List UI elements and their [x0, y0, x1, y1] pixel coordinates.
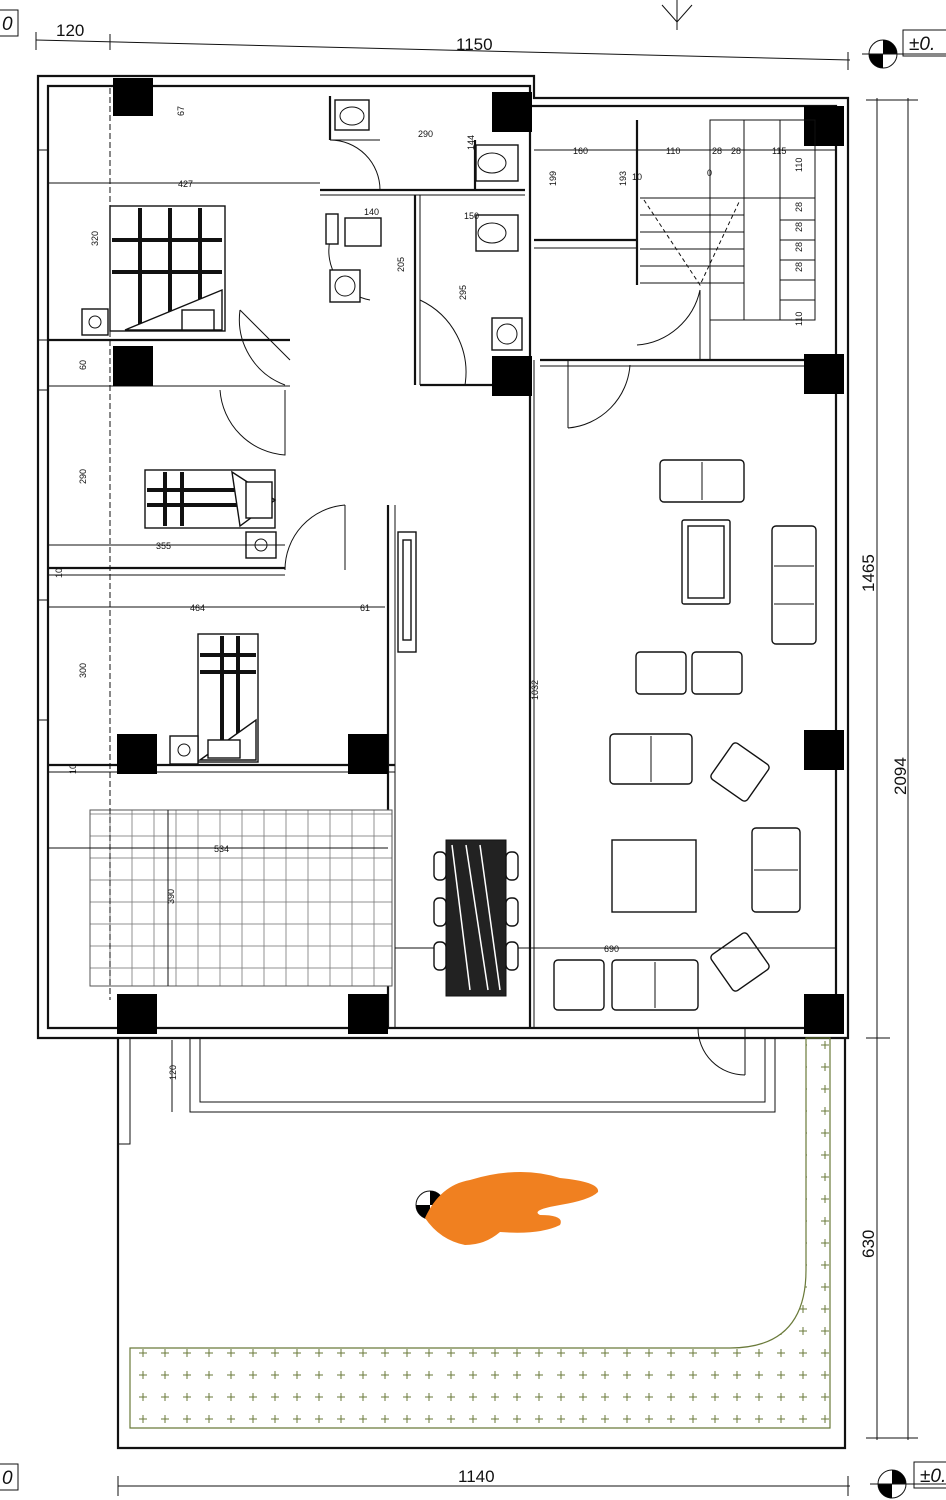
dim-534: 534	[214, 844, 229, 854]
top-dimension-line	[35, 32, 851, 70]
dim-10-stair: 10	[632, 172, 642, 182]
dim-10-low: 10	[68, 764, 78, 774]
dim-120-terrace: 120	[168, 1065, 178, 1080]
redaction-mark	[425, 1171, 599, 1245]
dim-320: 320	[90, 231, 100, 246]
dim-28-f: 28	[794, 262, 804, 272]
dim-28-top-b: 28	[731, 146, 741, 156]
dim-193: 193	[618, 171, 628, 186]
dim-60: 60	[78, 360, 88, 370]
staircase	[640, 119, 816, 321]
dim-115: 115	[772, 146, 786, 156]
dim-144: 144	[466, 135, 476, 150]
dim-28-top-a: 28	[712, 146, 722, 156]
dim-10-mid: 10	[54, 568, 64, 578]
dining-table	[433, 839, 519, 997]
dim-right-2094: 2094	[891, 757, 910, 795]
dim-199: 199	[548, 171, 558, 186]
dim-390: 390	[166, 889, 176, 904]
dim-bottom-width: 1140	[458, 1467, 495, 1486]
level-marker-top-right: ±0.	[862, 29, 946, 69]
right-dimension-lines	[866, 98, 918, 1440]
terrace	[116, 1037, 847, 1450]
level-marker-bottom-right: ±0.	[870, 1461, 946, 1499]
garden-planter	[129, 1037, 831, 1429]
structural-columns	[113, 78, 844, 1034]
north-arrow	[661, 0, 693, 30]
dim-290-bath: 290	[418, 129, 433, 139]
dim-61: 61	[360, 603, 370, 613]
dim-right-630: 630	[859, 1230, 878, 1258]
dim-464: 464	[190, 603, 205, 613]
dim-110-right: 110	[794, 158, 804, 172]
level-marker-top-left: 0	[0, 9, 19, 37]
dim-right-1465: 1465	[859, 554, 878, 592]
dim-110-stair: 110	[794, 312, 804, 326]
dim-160: 160	[573, 146, 588, 156]
dim-0: 0	[707, 168, 712, 178]
dim-150: 150	[464, 211, 479, 221]
bathroom-fixtures	[325, 99, 523, 351]
dim-300: 300	[78, 663, 88, 678]
dim-355: 355	[156, 541, 171, 551]
dim-28-c: 28	[794, 202, 804, 212]
dim-top-width: 1150	[456, 35, 493, 54]
svg-text:±0.: ±0.	[920, 1466, 946, 1487]
dim-295: 295	[458, 285, 468, 300]
bottom-dimension-line	[117, 1476, 850, 1496]
svg-text:0: 0	[2, 1468, 13, 1489]
dim-110-top: 110	[666, 146, 680, 156]
dim-1032: 1032	[530, 680, 540, 700]
dim-427: 427	[178, 179, 193, 189]
sofa-set	[553, 459, 817, 1011]
svg-text:±0.: ±0.	[909, 34, 935, 55]
svg-text:0: 0	[2, 14, 13, 35]
tiled-court	[48, 809, 393, 987]
dim-290-bed: 290	[78, 469, 88, 484]
dim-205: 205	[396, 257, 406, 272]
dim-28-d: 28	[794, 222, 804, 232]
room-dimension-lines	[48, 88, 836, 1000]
dim-28-e: 28	[794, 242, 804, 252]
wardrobe	[397, 531, 417, 653]
dim-67: 67	[176, 106, 186, 116]
bed-2	[144, 469, 277, 529]
dim-690: 690	[604, 944, 619, 954]
interior-walls	[48, 96, 836, 1028]
bed-1	[109, 205, 226, 332]
dim-top-offset: 120	[56, 21, 84, 40]
bed-3	[197, 633, 259, 763]
dim-140: 140	[364, 207, 379, 217]
level-marker-bottom-left: 0	[0, 1463, 19, 1491]
